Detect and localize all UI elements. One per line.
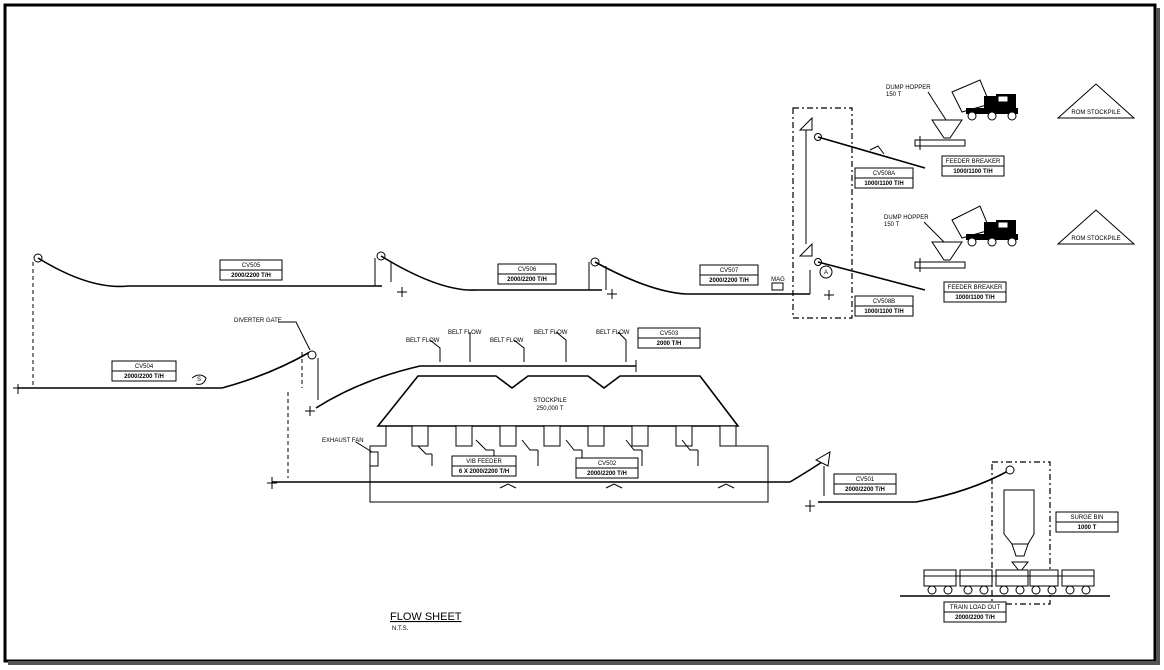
dump-hopper-a-name: DUMP HOPPER [886,85,931,91]
exhaust-fan-label: EXHAUST FAN [322,438,364,444]
dump-hopper-b-shape [931,241,963,261]
vib-feeder-rate: 6 X 2000/2200 T/H [459,469,509,475]
haul-truck-a-icon [951,79,1018,121]
cv506-name: CV506 [518,267,537,273]
cv502-conveyor: CV502 2000/2200 T/H [267,392,831,489]
cv502-rate: 2000/2200 T/H [587,471,627,477]
drawing-frame [3,3,1157,663]
stockpile-name: STOCKPILE [533,398,567,404]
drawing-frame-shadow-bottom [8,661,1160,665]
cv505-name: CV505 [242,263,261,269]
flow-sheet-scale: N.T.S. [392,626,409,632]
feeder-breaker-b-rate: 1000/1100 T/H [955,295,994,301]
rom-stockpile-b-label: ROM STOCKPILE [1071,236,1120,242]
mag-label: MAG [771,277,785,283]
dump-hopper-b-name: DUMP HOPPER [884,215,929,221]
sampler-s-symbol [191,374,207,385]
dump-hopper-b-cap: 150 T [884,222,900,228]
train-load-out-rate: 2000/2200 T/H [955,615,995,621]
sampler-a-symbol [819,265,833,279]
vib-feeder-name: VIB FEEDER [466,459,502,465]
belt-flow-label-1: BELT FLOW [406,338,440,344]
diverter-gate-label: DIVERTER GATE [234,318,282,324]
stockpile-250kt: STOCKPILE 250,000 T [376,375,740,427]
dump-hopper-a-cap: 150 T [886,92,902,98]
cv506-conveyor: CV506 2000/2200 T/H [374,251,602,297]
feeder-breaker-a-name: FEEDER BREAKER [946,159,1001,165]
cv501-conveyor: CV501 2000/2200 T/H [805,466,1011,512]
cv502-name: CV502 [598,461,617,467]
cv508b-rate: 1000/1100 T/H [864,309,903,315]
cv501-name: CV501 [856,477,875,483]
feeder-breaker-a-unit: DUMP HOPPER 150 T FEEDER BREAKER 1000/11… [886,79,1018,177]
train-cars: TRAIN LOAD OUT 2000/2200 T/H [900,569,1110,623]
cv507-conveyor: CV507 2000/2200 T/H MAG [588,257,834,300]
train-load-out-name: TRAIN LOAD OUT [950,605,1001,611]
feeder-breaker-a-rate: 1000/1100 T/H [953,169,992,175]
belt-flow-label-2: BELT FLOW [448,330,482,336]
cv503-name: CV503 [660,331,679,337]
diverter-gate: DIVERTER GATE [234,318,319,416]
belt-flow-label-4: BELT FLOW [534,330,568,336]
cv507-rate: 2000/2200 T/H [709,278,749,284]
rom-stockpile-a-label: ROM STOCKPILE [1071,110,1120,116]
cv504-rate: 2000/2200 T/H [124,374,164,380]
cv503-rate: 2000 T/H [657,341,682,347]
surge-bin-cap: 1000 T [1078,525,1097,531]
belt-flow-label-5: BELT FLOW [596,330,630,336]
rom-stockpile-b: ROM STOCKPILE [1056,209,1136,245]
sampler-s-label: S [197,377,201,383]
cv505-rate: 2000/2200 T/H [231,273,271,279]
rom-stockpile-a: ROM STOCKPILE [1056,83,1136,119]
sampler-a-label: A [824,270,828,276]
drawing-frame-shadow [1156,8,1160,664]
cv508a-name: CV508A [873,171,895,177]
dump-hopper-a-shape [931,119,963,139]
stockpile-cap: 250,000 T [537,406,564,412]
cv504-name: CV504 [135,364,154,370]
cv501-rate: 2000/2200 T/H [845,487,885,493]
feeder-breaker-b-name: FEEDER BREAKER [948,285,1003,291]
cv508a-rate: 1000/1100 T/H [864,181,903,187]
cv507-name: CV507 [720,268,739,274]
cv508a-conveyor: CV508A 1000/1100 T/H [814,133,926,189]
surge-bin-name: SURGE BIN [1070,515,1103,521]
feeder-breaker-b-unit: DUMP HOPPER 150 T FEEDER BREAKER 1000/11… [884,205,1018,303]
transfer-tower-enclosure [792,107,853,319]
cv504-conveyor: CV504 2000/2200 T/H S [13,351,311,394]
load-out-tower: SURGE BIN 1000 T [991,461,1119,605]
cv503-conveyor: CV503 2000 T/H [315,327,701,409]
belt-flow-labels: BELT FLOW BELT FLOW BELT FLOW BELT FLOW … [406,330,630,362]
cv506-rate: 2000/2200 T/H [507,277,547,283]
belt-flow-label-3: BELT FLOW [490,338,524,344]
mag-symbol [771,282,784,291]
surge-bin-shape [1003,489,1035,545]
cv508b-conveyor: A CV508B 1000/1100 T/H [814,258,926,317]
cv508b-name: CV508B [873,299,895,305]
haul-truck-b-icon [951,205,1018,247]
flow-sheet-title: FLOW SHEET [390,611,462,623]
cv505-conveyor: CV505 2000/2200 T/H [32,253,382,388]
